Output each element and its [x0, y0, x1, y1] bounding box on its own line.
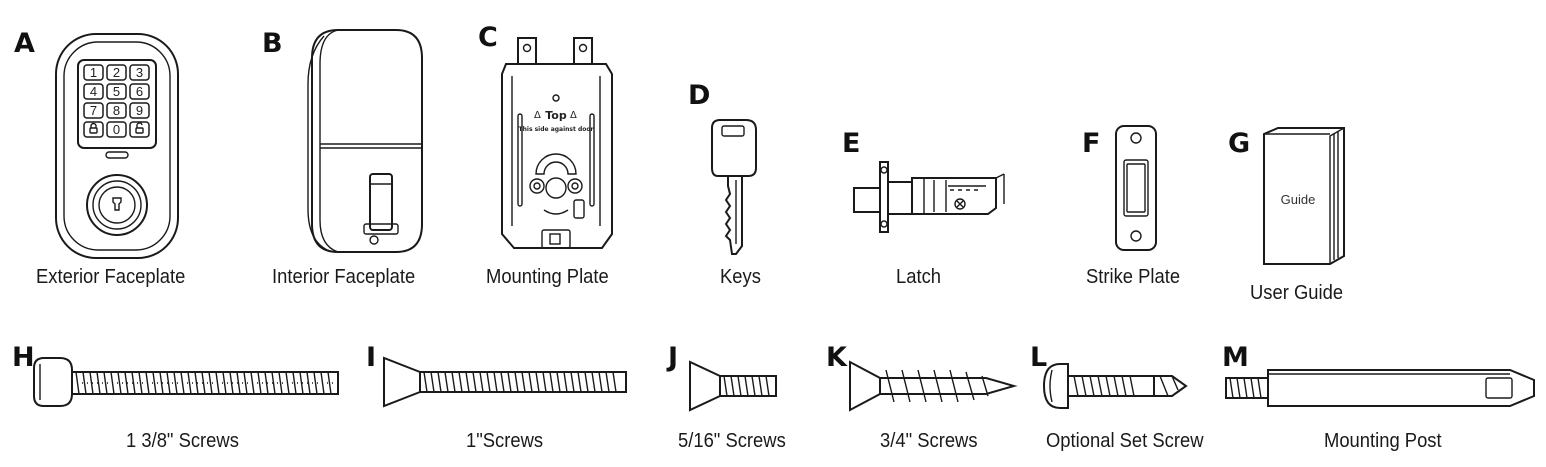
part-label: 5/16" Screws	[678, 430, 786, 452]
part-letter: F	[1082, 128, 1101, 159]
part-label: Keys	[720, 266, 761, 288]
svg-text:This side against door: This side against door	[519, 126, 594, 133]
part-label: Optional Set Screw	[1046, 430, 1204, 452]
key-icon	[711, 119, 757, 255]
user-guide-icon: Guide	[1263, 127, 1345, 265]
svg-text:Δ: Δ	[534, 110, 541, 121]
part-label: User Guide	[1250, 282, 1344, 304]
part-label: Latch	[896, 266, 942, 288]
svg-text:4: 4	[90, 84, 97, 99]
part-letter: L	[1030, 342, 1048, 373]
part-label: Interior Faceplate	[272, 266, 416, 288]
part-label: Strike Plate	[1086, 266, 1181, 288]
svg-text:7: 7	[90, 103, 97, 118]
wood-screw-icon	[849, 360, 1018, 412]
part-letter: K	[826, 342, 847, 373]
part-label: Mounting Plate	[486, 266, 609, 288]
mounting-post-icon	[1225, 369, 1535, 407]
svg-text:3: 3	[136, 65, 143, 80]
svg-text:Guide: Guide	[1281, 192, 1316, 207]
part-letter: C	[478, 22, 498, 53]
part-letter: E	[842, 128, 861, 159]
self-drilling-screw-icon	[1042, 363, 1188, 409]
strike-plate-icon	[1115, 125, 1157, 251]
svg-text:2: 2	[113, 65, 120, 80]
svg-text:Δ: Δ	[570, 110, 577, 121]
latch-icon	[853, 161, 1005, 233]
part-letter: M	[1222, 342, 1249, 373]
part-letter: J	[668, 342, 679, 373]
svg-text:5: 5	[113, 84, 120, 99]
part-letter: G	[1228, 128, 1251, 159]
part-letter: A	[14, 28, 35, 59]
svg-text:1: 1	[90, 65, 97, 80]
short-flat-screw-icon	[689, 360, 777, 412]
svg-text:9: 9	[136, 103, 143, 118]
part-letter: D	[688, 80, 711, 111]
part-label: Exterior Faceplate	[36, 266, 186, 288]
part-label: 3/4" Screws	[880, 430, 978, 452]
part-letter: H	[12, 342, 35, 373]
interior-faceplate-icon	[307, 29, 423, 253]
mounting-plate-icon: Δ Δ Top This side against door	[501, 37, 613, 249]
part-letter: B	[262, 28, 283, 59]
part-label: Mounting Post	[1324, 430, 1442, 452]
long-machine-screw-icon	[33, 357, 339, 407]
svg-text:Top: Top	[545, 109, 567, 122]
svg-text:8: 8	[113, 103, 120, 118]
exterior-faceplate-icon: 1 2 3 4 5 6 7 8 9 0	[55, 33, 179, 259]
part-label: 1 3/8" Screws	[126, 430, 239, 452]
part-letter: I	[366, 342, 377, 373]
part-label: 1"Screws	[466, 430, 544, 452]
svg-text:0: 0	[113, 122, 120, 137]
flat-head-screw-icon	[383, 356, 627, 408]
svg-text:6: 6	[136, 84, 143, 99]
